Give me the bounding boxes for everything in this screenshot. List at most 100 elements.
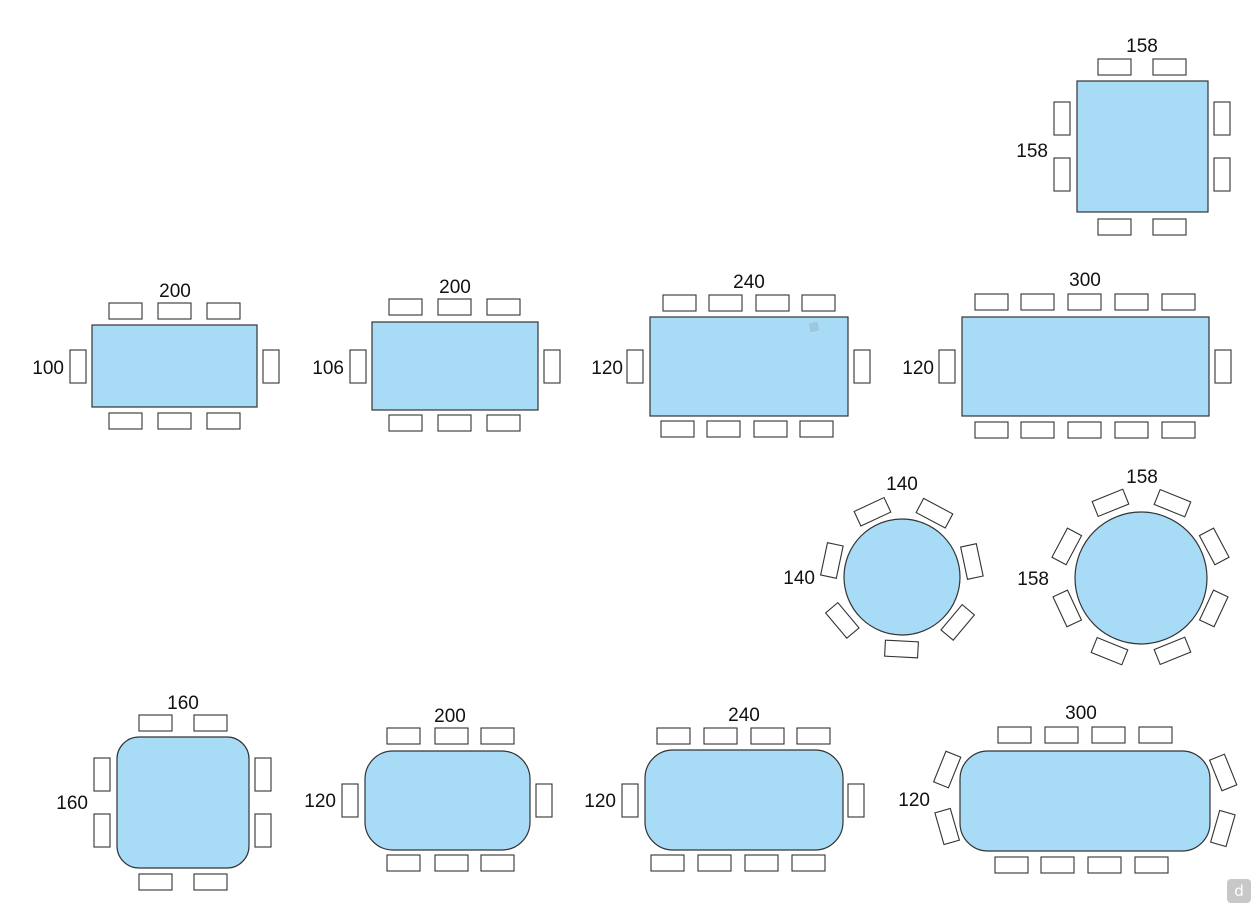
chair <box>938 349 956 384</box>
width-label: 200 <box>434 706 466 727</box>
chair <box>1208 753 1238 792</box>
depth-label: 158 <box>1017 569 1049 590</box>
table-rounded-rect-300x120: 300 120 <box>898 703 1238 874</box>
chair <box>434 727 469 745</box>
chair <box>1214 349 1232 384</box>
chair <box>755 294 790 312</box>
depth-label: 120 <box>591 358 623 379</box>
chair <box>915 497 954 529</box>
chair <box>706 420 741 438</box>
width-label: 240 <box>728 705 760 726</box>
chair <box>626 349 644 384</box>
chair <box>108 302 143 320</box>
chair <box>1209 809 1236 848</box>
chair <box>138 714 173 732</box>
chair <box>753 420 788 438</box>
chair <box>138 873 173 891</box>
table-rounded-rect-200x120: 200 120 <box>304 706 553 872</box>
width-label: 160 <box>167 693 199 714</box>
chair <box>206 302 241 320</box>
chair <box>997 726 1032 744</box>
chair <box>656 727 691 745</box>
badge-label: d <box>1234 882 1244 900</box>
chair <box>932 750 962 789</box>
chair <box>437 414 472 432</box>
chair <box>819 542 844 579</box>
table-top <box>644 749 844 851</box>
chair <box>262 349 280 384</box>
chair <box>1161 421 1196 439</box>
chair <box>193 714 228 732</box>
table-top <box>959 750 1211 852</box>
table-rect-200x106: 200 106 <box>312 277 561 432</box>
chair <box>1114 421 1149 439</box>
chair <box>1020 421 1055 439</box>
chair <box>1152 218 1187 236</box>
chair <box>847 783 865 818</box>
chair <box>1097 58 1132 76</box>
chair <box>69 349 87 384</box>
chair <box>994 856 1029 874</box>
table-top <box>961 316 1210 417</box>
width-label: 300 <box>1065 703 1097 724</box>
chair <box>1161 293 1196 311</box>
chair <box>386 854 421 872</box>
chair <box>480 727 515 745</box>
depth-label: 120 <box>898 790 930 811</box>
chair <box>1040 856 1075 874</box>
width-label: 200 <box>439 277 471 298</box>
depth-label: 106 <box>312 358 344 379</box>
chair <box>157 412 192 430</box>
width-label: 200 <box>159 281 191 302</box>
chair <box>1114 293 1149 311</box>
table-round-158: 158 158 <box>1017 467 1230 666</box>
chair <box>1198 589 1229 628</box>
chair <box>697 854 732 872</box>
table-rect-200x100: 200 100 <box>32 281 280 430</box>
chair <box>974 293 1009 311</box>
chair <box>434 854 469 872</box>
chair <box>1213 101 1231 136</box>
chair <box>1138 726 1173 744</box>
chair <box>1153 636 1192 666</box>
chair <box>1091 488 1130 518</box>
depth-label: 158 <box>1016 141 1048 162</box>
chair <box>1198 527 1230 566</box>
depth-label: 160 <box>56 793 88 814</box>
chair <box>1067 421 1102 439</box>
chair <box>791 854 826 872</box>
chair <box>93 813 111 848</box>
chair <box>1067 293 1102 311</box>
chair <box>1087 856 1122 874</box>
chair <box>388 414 423 432</box>
chair <box>959 543 984 580</box>
width-label: 300 <box>1069 270 1101 291</box>
chair <box>1097 218 1132 236</box>
depth-label: 120 <box>304 791 336 812</box>
table-rounded-square-160: 160 160 <box>56 693 272 891</box>
d-logo-icon: d <box>1227 879 1251 903</box>
chair <box>662 294 697 312</box>
chair <box>480 854 515 872</box>
depth-label: 100 <box>32 358 64 379</box>
chair <box>796 727 831 745</box>
chair <box>853 349 871 384</box>
table-square-158: 158 158 <box>1016 36 1231 236</box>
chair <box>1052 589 1083 628</box>
chair <box>703 727 738 745</box>
chair <box>1153 488 1192 518</box>
chair <box>660 420 695 438</box>
table-rect-300x120: 300 120 <box>902 270 1232 439</box>
table-rect-240x120: 240 120 <box>591 272 871 438</box>
width-label: 158 <box>1126 36 1158 57</box>
chair <box>1051 527 1083 566</box>
chair <box>254 757 272 792</box>
chair <box>824 601 860 639</box>
chair <box>650 854 685 872</box>
chair <box>93 757 111 792</box>
chair <box>437 298 472 316</box>
table-top <box>1074 511 1208 645</box>
chair <box>349 349 367 384</box>
chair <box>801 294 836 312</box>
table-top <box>649 316 849 417</box>
